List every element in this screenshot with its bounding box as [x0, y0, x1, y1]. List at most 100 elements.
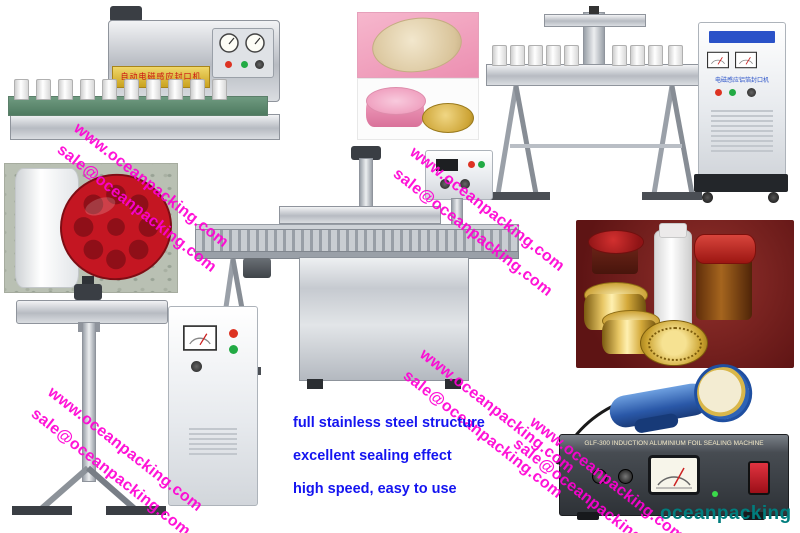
- stand-pole: [82, 322, 96, 482]
- sealing-head-crossbar: [544, 14, 646, 27]
- analog-meter: [183, 325, 217, 351]
- photo-caps-collection: [576, 220, 794, 368]
- indicator-red: [229, 329, 238, 338]
- conveyor-beam: [486, 64, 704, 86]
- indicator-green: [729, 89, 736, 96]
- cabinet-foot: [307, 379, 323, 389]
- knob: [592, 469, 607, 484]
- white-bottle: [654, 230, 692, 334]
- control-box: [425, 150, 493, 200]
- bottle: [80, 79, 95, 100]
- feature-line: full stainless steel structure: [293, 415, 485, 431]
- photo-handheld-sealer: GLF-300 INDUCTION ALUMINIUM FOIL SEALING…: [551, 359, 793, 526]
- bottle: [102, 79, 117, 100]
- analog-meter: [245, 33, 265, 53]
- feature-line: high speed, easy to use: [293, 481, 457, 497]
- white-bottle-cap: [659, 223, 687, 238]
- bottle: [564, 45, 579, 66]
- bottle: [36, 79, 51, 100]
- photo-tabletop-sealer: 自动电磁感应封口机: [8, 6, 298, 164]
- bottle: [546, 45, 561, 66]
- stand-base: [12, 465, 166, 515]
- head-clamp: [351, 146, 381, 160]
- analog-meter: [219, 33, 239, 53]
- photo-standing-conveyor-sealer: 电磁感应铝箔封口机: [486, 6, 792, 218]
- head-clamp-screw: [82, 276, 94, 286]
- indicator-green: [229, 345, 238, 354]
- photo-caps-pair: [357, 78, 479, 140]
- foil-liner-disc: [369, 12, 465, 78]
- photo-floor-conveyor-sealer: [183, 146, 523, 396]
- bottle: [648, 45, 663, 66]
- handheld-unit: [605, 358, 757, 445]
- cabinet-foot: [445, 379, 461, 389]
- nameplate-text: 自动电磁感应封口机: [120, 72, 202, 81]
- cabinet-base: [694, 174, 788, 192]
- analog-meter: [735, 51, 757, 69]
- knob: [460, 179, 470, 189]
- bottle: [612, 45, 627, 66]
- bottle: [124, 79, 139, 100]
- sealing-head-crossbar: [16, 300, 168, 324]
- knob: [618, 469, 633, 484]
- control-cabinet: 电磁感应铝箔封口机: [698, 22, 786, 176]
- glf-label-text: GLF-300 INDUCTION ALUMINIUM FOIL SEALING…: [584, 440, 764, 447]
- bottle: [58, 79, 73, 100]
- photo-jar-red-seal: [4, 163, 178, 293]
- bottle: [14, 79, 29, 100]
- cabinet-label-text: 电磁感应铝箔封口机: [714, 78, 769, 84]
- photo-stand-sealer: [6, 276, 262, 526]
- glf-control-box: GLF-300 INDUCTION ALUMINIUM FOIL SEALING…: [559, 434, 789, 516]
- stainless-cabinet: [299, 257, 469, 381]
- box-foot: [743, 512, 765, 520]
- caster-wheel: [768, 192, 779, 203]
- brand-logo: oceanpacking: [660, 503, 792, 524]
- indicator-green: [712, 491, 718, 497]
- bottle: [146, 79, 161, 100]
- height-adjust-clamp: [110, 6, 142, 22]
- cabinet-badge-plate: [709, 31, 775, 43]
- amber-jar-red-cap: [694, 234, 756, 264]
- power-rocker-switch: [748, 461, 770, 495]
- red-foil-seal: [60, 173, 172, 281]
- knob: [440, 179, 450, 189]
- bottle: [528, 45, 543, 66]
- glf-label: GLF-300 INDUCTION ALUMINIUM FOIL SEALING…: [568, 439, 780, 449]
- bottle: [190, 79, 205, 100]
- head-post: [359, 158, 373, 210]
- box-foot: [577, 512, 599, 520]
- knob: [255, 60, 264, 69]
- feature-text-block: full stainless steel structure excellent…: [293, 414, 485, 513]
- bottle: [510, 45, 525, 66]
- analog-meter: [648, 455, 700, 495]
- machine-base: [10, 114, 280, 140]
- tower-cabinet: [168, 306, 258, 506]
- bottle: [668, 45, 683, 66]
- indicator-red: [225, 61, 232, 68]
- gold-cap: [422, 103, 474, 133]
- conveyor-legs: [486, 85, 702, 200]
- cabinet-vents: [711, 107, 773, 153]
- drive-motor: [243, 258, 271, 278]
- pink-cap-top: [366, 87, 426, 115]
- photo-foil-liner: [357, 12, 479, 78]
- control-panel: [212, 28, 274, 78]
- analog-meter: [707, 51, 729, 69]
- amber-jar-body: [696, 254, 752, 320]
- indicator-green: [241, 61, 248, 68]
- sealing-head-beam: [279, 206, 441, 224]
- indicator-red: [468, 161, 475, 168]
- head-clamp: [74, 284, 102, 300]
- bottle: [630, 45, 645, 66]
- knob: [747, 88, 756, 97]
- feature-line: excellent sealing effect: [293, 448, 452, 464]
- knob: [191, 361, 202, 372]
- display-window: [436, 159, 458, 171]
- column-screw: [589, 6, 599, 14]
- embossed-pattern-ring: [648, 327, 702, 361]
- conveyor-belt: [195, 229, 519, 253]
- bottle: [492, 45, 507, 66]
- bottle: [168, 79, 183, 100]
- bottle: [212, 79, 227, 100]
